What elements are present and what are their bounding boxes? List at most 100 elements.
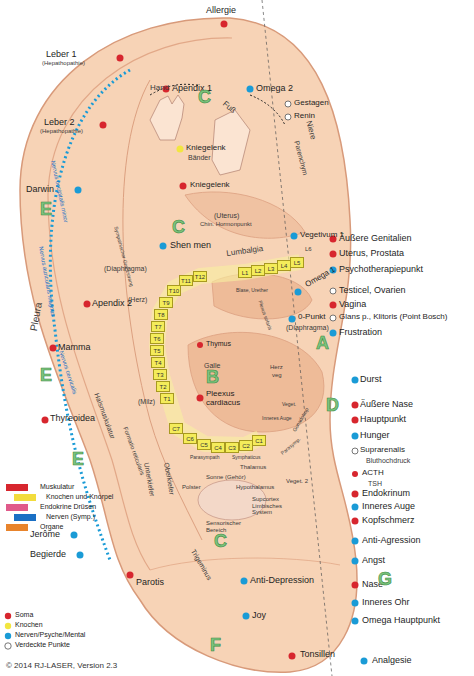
anatomy-label: Hand [150, 84, 169, 93]
anatomy-label: (Milz) [138, 398, 155, 406]
vertebra-label: T12 [195, 274, 205, 280]
anatomy-label: Pleura [28, 302, 44, 332]
nerve-dot [75, 187, 82, 194]
anatomy-label: Sonne (Gehör) [206, 474, 246, 481]
nerve-dot [291, 233, 298, 240]
anatomy-label: Plexus solaris [257, 300, 273, 331]
nerve-dot [352, 558, 359, 565]
nerve-dot [247, 86, 254, 93]
soma-dot [50, 345, 57, 352]
legend-swatch [5, 623, 11, 629]
anatomy-label: Supcortex Limbisches System [252, 496, 298, 516]
soma-dot [330, 251, 337, 258]
vertebra-label: T6 [153, 336, 160, 342]
anatomy-label: Parasymp. [280, 437, 302, 457]
vertebra-box: C2 [239, 440, 253, 451]
soma-dot [352, 518, 359, 525]
vertebra-label: C5 [200, 442, 208, 448]
point-label: Kniegelenk [190, 181, 230, 190]
point-label: Allergie [206, 6, 236, 16]
legend-text: Organe [40, 523, 63, 531]
legend-text: Soma [15, 611, 33, 619]
vertebra-label: T5 [153, 348, 160, 354]
anatomy-label: Blase, Urether [236, 288, 268, 294]
point-label: Renin [294, 112, 315, 121]
anatomy-label: Fuß [220, 100, 237, 116]
triangular-fossa [185, 192, 305, 238]
vertebra-box: T7 [151, 321, 165, 332]
legend-sample [5, 643, 11, 649]
nerve-dot [77, 552, 84, 559]
soma-dot [221, 21, 228, 28]
point-label: ACTH [362, 469, 384, 478]
anatomy-label: veg [272, 372, 282, 379]
vertebra-box: C6 [183, 433, 197, 444]
vertebra-label: L1 [242, 270, 249, 276]
anatomy-label: Parasympath [190, 455, 219, 461]
hidden-dot [330, 315, 336, 321]
nerve-dot [295, 289, 302, 296]
anatomy-label: Formatio reticularis [122, 426, 146, 476]
nerve-dot [352, 600, 359, 607]
point-label: Testicel, Ovarien [339, 286, 406, 296]
nerve-dot [71, 532, 78, 539]
point-label: Analgesie [372, 656, 412, 666]
point-label: Glans p., Klitoris (Point Bosch) [339, 313, 447, 322]
point-label: Thyreoidea [50, 414, 95, 424]
anatomy-label: Parenchym [293, 140, 310, 176]
vertebra-label: C1 [255, 438, 263, 444]
vertebra-box: L5 [290, 257, 304, 268]
vertebra-box: T11 [179, 275, 193, 286]
nerve-dot [289, 316, 296, 323]
soma-dot [197, 395, 204, 402]
anatomy-label: Sensorischer Bereich [206, 520, 252, 533]
soma-dot [289, 653, 296, 660]
nerve-dot [241, 578, 248, 585]
vertebra-label: C3 [228, 445, 236, 451]
vertebra-label: L5 [294, 260, 301, 266]
anatomy-label: (Hepathopathie) [40, 128, 83, 135]
vertebra-box: C3 [225, 442, 239, 453]
point-label: Shen men [170, 241, 211, 251]
point-label: Darwin [26, 185, 54, 195]
legend-text: Nerven/Psyche/Mental [15, 631, 85, 639]
point-label: Omega 1 [304, 266, 337, 290]
vertebra-box: T3 [153, 369, 167, 380]
vertebra-label: T11 [181, 278, 191, 284]
legend-swatch [5, 613, 11, 619]
anatomy-label: Veget. [282, 402, 296, 408]
bone-dot [177, 146, 184, 153]
point-label: Hauptpunkt [360, 415, 406, 425]
vertebra-label: L2 [255, 268, 262, 274]
vertebra-box: T12 [193, 271, 207, 282]
anatomy-label: Hypothalamus [236, 484, 274, 491]
point-label: Angst [362, 556, 385, 566]
point-label: Omega Hauptpunkt [362, 616, 440, 626]
soma-dot [330, 302, 337, 309]
soma-dot [352, 491, 359, 498]
anatomy-label: Oberkiefer [162, 462, 175, 496]
legend-text: Verdeckte Punkte [15, 641, 70, 649]
hidden-dot [285, 114, 291, 120]
anatomy-label: Niere [304, 120, 317, 141]
soma-dot [352, 417, 359, 424]
legend-swatch [6, 484, 28, 491]
point-label: Psychotherapiepunkt [339, 265, 423, 275]
point-label: Äußere Nase [360, 400, 413, 410]
point-label: Endokrinum [362, 489, 410, 499]
anatomy-label: Halsmuskulatur [93, 392, 117, 440]
vertebra-box: T2 [156, 381, 170, 392]
anatomy-label: Veget. 2 [286, 478, 308, 485]
anatomy-label: Bluthochdruck [366, 457, 410, 465]
point-label: Joy [252, 611, 266, 621]
point-dots [42, 21, 368, 665]
point-label: Leber 1 [46, 50, 77, 60]
point-label: Kniegelenk [186, 144, 226, 153]
soma-dot [84, 301, 91, 308]
hidden-dot [285, 101, 291, 107]
zone-letter: G [378, 570, 392, 590]
lobe-line [150, 558, 340, 570]
nerve-dot [352, 538, 359, 545]
hidden-dot [330, 288, 336, 294]
point-label: Pleexus cardiacus [206, 390, 254, 408]
